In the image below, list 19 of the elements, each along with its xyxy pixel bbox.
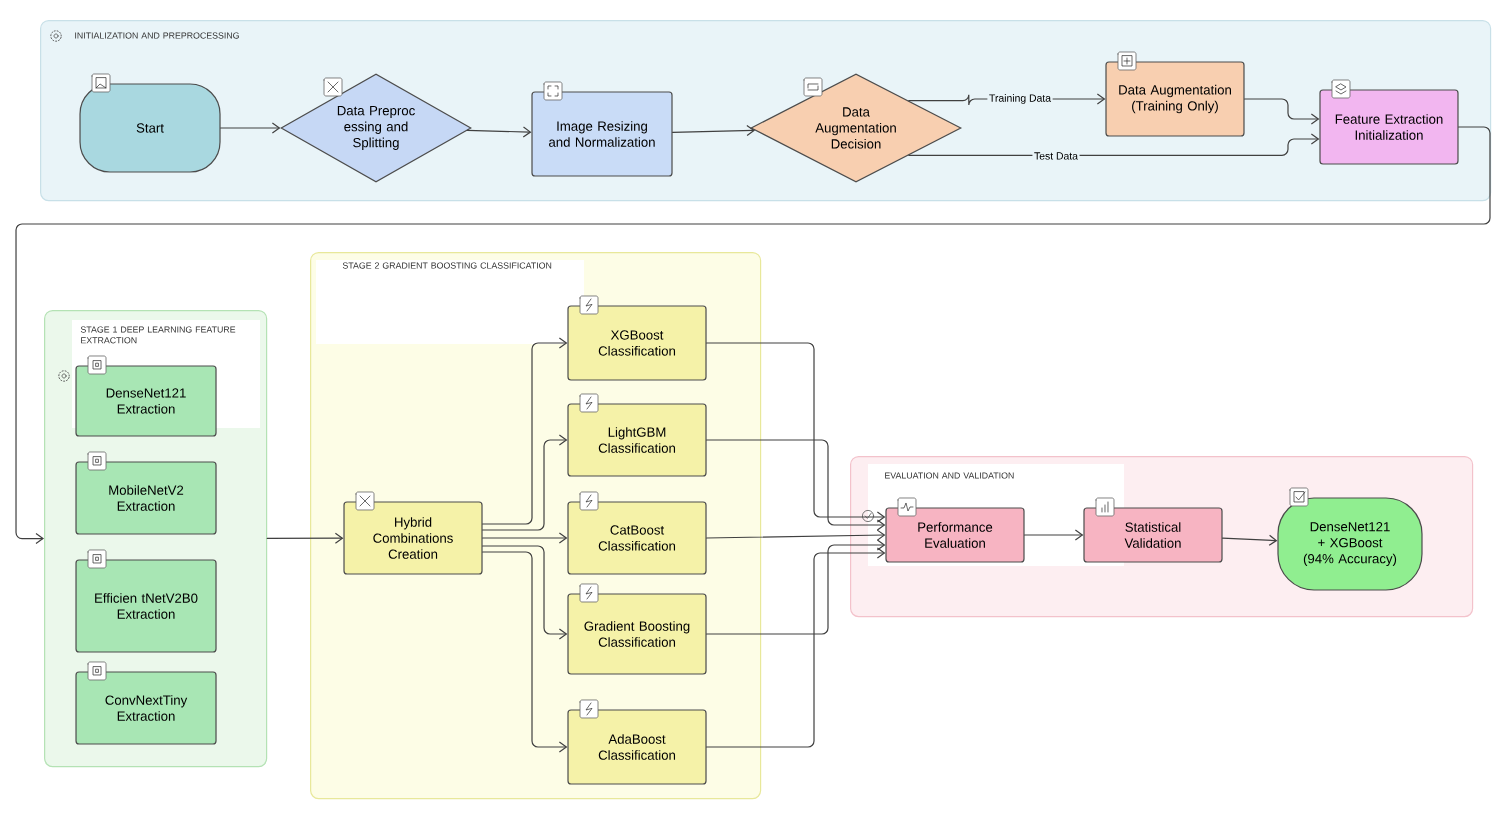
arrow <box>482 337 568 525</box>
arrow <box>1222 534 1278 546</box>
arrow <box>1244 98 1320 125</box>
arrow <box>482 434 568 531</box>
arrow <box>672 124 755 137</box>
arrow <box>706 342 886 523</box>
arrow <box>15 126 1491 545</box>
arrow <box>706 539 886 635</box>
arrow <box>482 545 568 640</box>
arrow <box>1024 529 1084 541</box>
arrow <box>220 122 281 134</box>
arrow <box>466 126 532 138</box>
arrow <box>908 133 1320 156</box>
arrow <box>706 547 886 748</box>
arrow <box>482 532 568 544</box>
arrow <box>706 529 886 541</box>
arrow <box>482 551 568 753</box>
arrow <box>266 532 344 544</box>
arrow <box>706 439 886 531</box>
